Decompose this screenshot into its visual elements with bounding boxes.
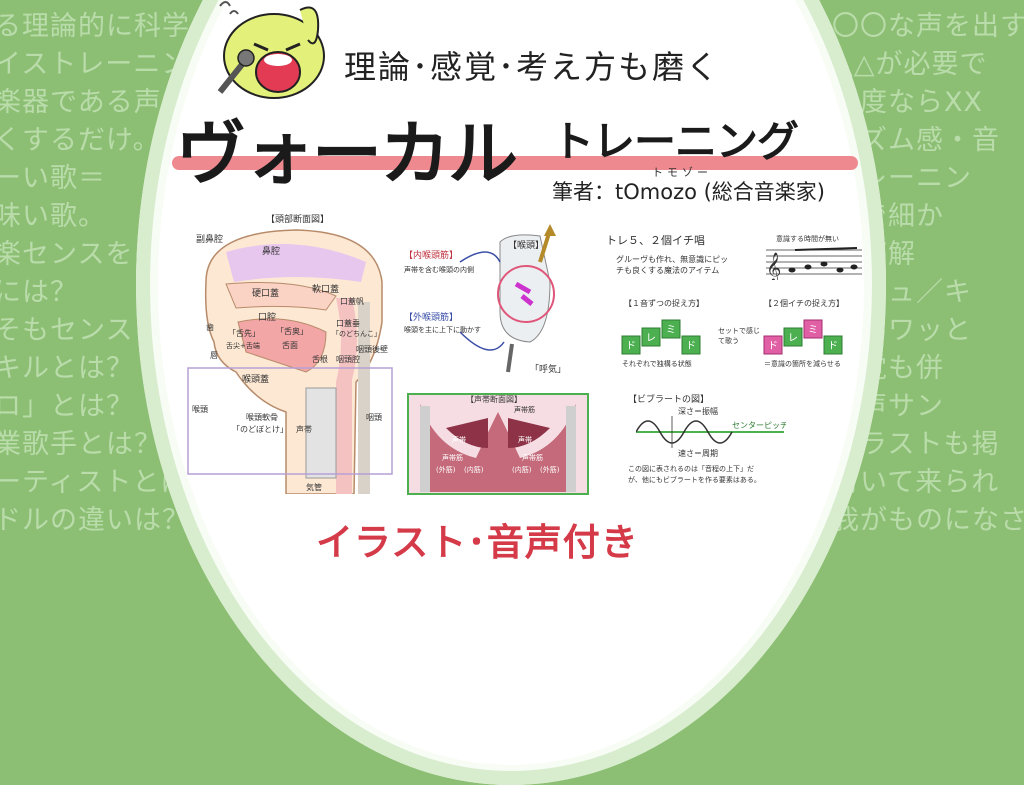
bg-left-line-9: キルとは？ [0,353,134,384]
label-larynx: 喉頭 [192,404,208,414]
label-hard-palate: 硬口蓋 [252,287,279,299]
bg-right-line-0: 〇〇な声を出す [832,11,1024,42]
note-two-by-one: ＝意識の箇所を減らせる [764,359,841,368]
vibrato-heading: 【ビブラートの図】 [628,395,710,405]
title-underline [172,156,858,170]
two-by-one-boxes: ド レ ミ ド ＝意識の箇所を減らせる [763,319,843,368]
head-cross-section-diagram: 【頭部断面図】 副鼻腔 鼻腔 軟口蓋 硬口蓋 口蓋帆 口腔 「舌先」 「舌奥」 … [187,213,393,494]
inner-muscle-desc: 声帯を含む喉頭の内側 [404,265,474,274]
box-mi-2: ミ [808,325,818,336]
rhythm-heading: トレ５、２個イチ唱 [606,234,705,247]
larynx-label: 【喉頭】 [508,239,544,251]
label-tongue-back: 「舌奥」 [276,326,308,336]
fold-label-cord-right: 声帯 [518,435,532,444]
label-soft-palate: 軟口蓋 [312,283,339,295]
bg-left-line-10: ロ」とは？ [0,391,134,422]
fold-label-inner-left: (内筋) [464,465,484,474]
bg-left-line-11: 業歌手とは？ [0,429,162,460]
header-title-sub: トレーニング [552,117,799,166]
label-oral-cavity: 口腔 [258,311,276,323]
label-adams-apple: 「のどぼとけ」 [232,425,288,434]
vibrato-note-1: この図に表されるのは「音程の上下」だ [628,465,754,473]
anatomy-caption: 【頭部断面図】 [266,213,329,225]
bg-left-line-7: には？ [0,277,78,308]
bg-left-line-4: ーい歌＝ [0,163,106,194]
label-laryngeal-cartilage: 喉頭軟骨 [246,412,278,422]
vibrato-depth: 深さ＝振幅 [678,406,718,416]
two-by-one-label: 【２個イチの捉え方】 [764,299,844,308]
box-do-2b: ド [828,341,838,352]
label-uvula-colloquial: 「のどちんこ」 [332,330,381,338]
rhythm-desc-2: チも良くする魔法のアイテム [616,266,720,275]
label-tongue-apex: 舌尖+舌端 [226,341,260,350]
label-velum: 口蓋帆 [340,296,364,306]
label-tongue-surface: 舌面 [282,340,298,350]
label-vocal-cords: 声帯 [296,424,312,434]
author-ruby: トモゾー [652,166,712,179]
bg-left-line-13: ドルの違いは？ [0,505,190,536]
fold-label-muscle-right: 声帯筋 [522,453,543,462]
music-staff-illustration: 意識する時間が無い 𝄞 [766,234,862,280]
box-do-1b: ド [686,341,696,352]
vibrato-wave-diagram: 深さ＝振幅 センターピッチ 速さ＝周期 [636,406,786,458]
staff-label: 意識する時間が無い [776,234,839,243]
box-do-1: ド [626,341,636,352]
box-re-1: レ [646,333,656,344]
fold-label-cord-left: 声帯 [452,435,466,444]
label-posterior-pharyngeal-wall: 咽頭後壁 [356,344,388,354]
one-by-one-boxes: ド レ ミ ド それぞれで独構る状態 [621,319,701,368]
bg-left-line-2: 楽器である声 [0,87,162,118]
one-by-one-label: 【１音ずつの捉え方】 [624,299,704,308]
bg-right-line-12: 付いて来られ [832,467,1000,498]
vibrato-speed: 速さ＝周期 [678,449,718,458]
illustration-audio-badge: イラスト･音声付き [316,521,639,564]
label-pharynx: 咽頭 [366,413,382,422]
set-feeling-note: セットで感じて歌う [718,327,760,345]
breath-label: 「呼気」 [530,363,566,375]
label-nasal-cavity: 鼻腔 [262,245,280,257]
label-tongue-tip: 「舌先」 [228,328,260,338]
label-paranasal: 副鼻腔 [196,233,223,245]
vibrato-note-2: が、他にもビブラートを作る要素はある。 [628,476,761,484]
singing-mascot-illustration [217,1,325,99]
outer-muscle-desc: 喉頭を主に上下に動かす [404,325,481,334]
label-lips: 唇 [210,351,218,360]
vibrato-center-pitch: センターピッチ [732,421,786,430]
header-subtitle: 理論･感覚･考え方も磨く [344,48,721,86]
vocal-fold-section-diagram: 【声帯断面図】 声帯筋 声帯 声帯 声帯筋 声帯筋 (外筋) (内筋) (内筋)… [407,393,589,495]
rhythm-training-panel: トレ５、２個イチ唱 グルーヴも作れ、無意識にピッ チも良くする魔法のアイテム [606,232,866,276]
author-credit: 筆者：tOmozo (総合音楽家) [552,180,825,204]
bg-right-line-1: △△が必要で [832,49,988,80]
fold-label-muscle-top: 声帯筋 [514,405,535,414]
header-title-main: ヴォーカル [176,113,518,195]
label-epiglottis: 喉頭蓋 [242,373,269,385]
bg-left-line-8: そもセンス [0,315,134,346]
vocal-fold-caption: 【声帯断面図】 [466,394,522,404]
note-one-by-one: それぞれで独構る状態 [622,359,692,368]
box-re-2: レ [788,333,798,344]
inner-muscle-label: 【内喉頭筋】 [404,249,458,261]
fold-label-outer-right: (外筋) [540,465,560,474]
label-uvula: 口蓋垂 [336,318,360,328]
fold-label-outer-left: (外筋) [436,465,456,474]
outer-muscle-label: 【外喉頭筋】 [404,311,458,323]
bg-left-line-0: る理論的に科学。 [0,11,218,42]
label-trachea: 気管 [306,482,322,492]
box-do-2: ド [768,341,778,352]
label-pharyngeal-cavity: 咽頭腔 [336,354,360,364]
svg-text:𝄞: 𝄞 [766,252,781,280]
rhythm-desc-1: グルーヴも作れ、無意識にピッ [616,255,729,264]
larynx-muscle-diagram: 【内喉頭筋】 声帯を含む喉頭の内側 【外喉頭筋】 喉頭を主に上下に動かす 【喉頭… [404,224,566,375]
bg-left-line-5: 味い歌。 [0,201,106,232]
bg-left-line-6: 楽センスを [0,239,134,270]
bg-right-line-13: 我がものになされ [832,505,1024,536]
label-tongue-root: 舌根 [312,354,328,364]
box-mi-1: ミ [666,325,676,336]
bg-left-line-3: くするだけ。 [0,125,161,156]
fold-label-muscle-left: 声帯筋 [442,453,463,462]
label-teeth: 歯 [206,322,214,332]
fold-label-inner-right: (内筋) [512,465,532,474]
